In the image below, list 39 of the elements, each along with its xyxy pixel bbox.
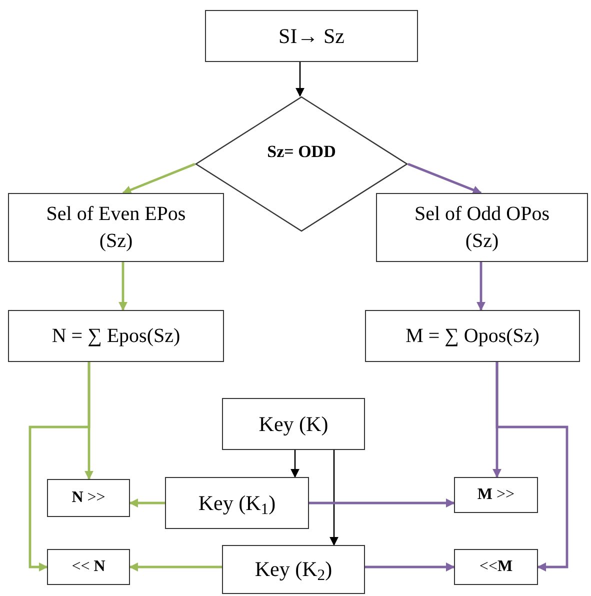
node-label: Key (K) [258,410,328,438]
node-label: N = ∑ Epos(Sz) [52,324,180,348]
arrow [365,562,455,572]
node-label: <<M [479,557,513,578]
arrow [122,162,196,194]
node-label: Sel of Even EPos (Sz) [45,202,187,254]
arrow [296,62,304,97]
process-box [165,477,309,529]
arrow [476,262,486,311]
process-box [8,193,224,262]
decision-diamond [195,96,408,232]
arrow [129,498,165,508]
node-label: << N [72,557,106,578]
output-box [454,549,538,585]
node-label: Sz= ODD [267,140,336,163]
arrow [496,362,568,572]
process-box [365,310,580,362]
arrow [290,450,300,478]
node-label: Key (K$_{1}$) [198,490,276,518]
node-label: M = ∑ Opos(Sz) [406,324,540,348]
output-box [454,477,538,513]
arrow [408,162,482,194]
output-box [47,549,130,585]
node-label: Key (K$_{2}$) [254,556,332,584]
arrow [28,362,90,572]
process-box [8,310,224,362]
process-box [205,10,418,62]
arrow [309,498,455,508]
process-box [222,398,365,450]
process-box [222,545,365,594]
node-label: M >> [477,485,515,506]
node-label: N >> [72,488,106,508]
node-label: SI→ Sz [278,22,344,50]
output-box [47,479,130,517]
process-box [376,193,588,262]
node-label: Sel of Odd OPos (Sz) [413,202,550,254]
arrow [118,262,128,311]
arrow [330,450,338,546]
arrow [129,562,222,572]
